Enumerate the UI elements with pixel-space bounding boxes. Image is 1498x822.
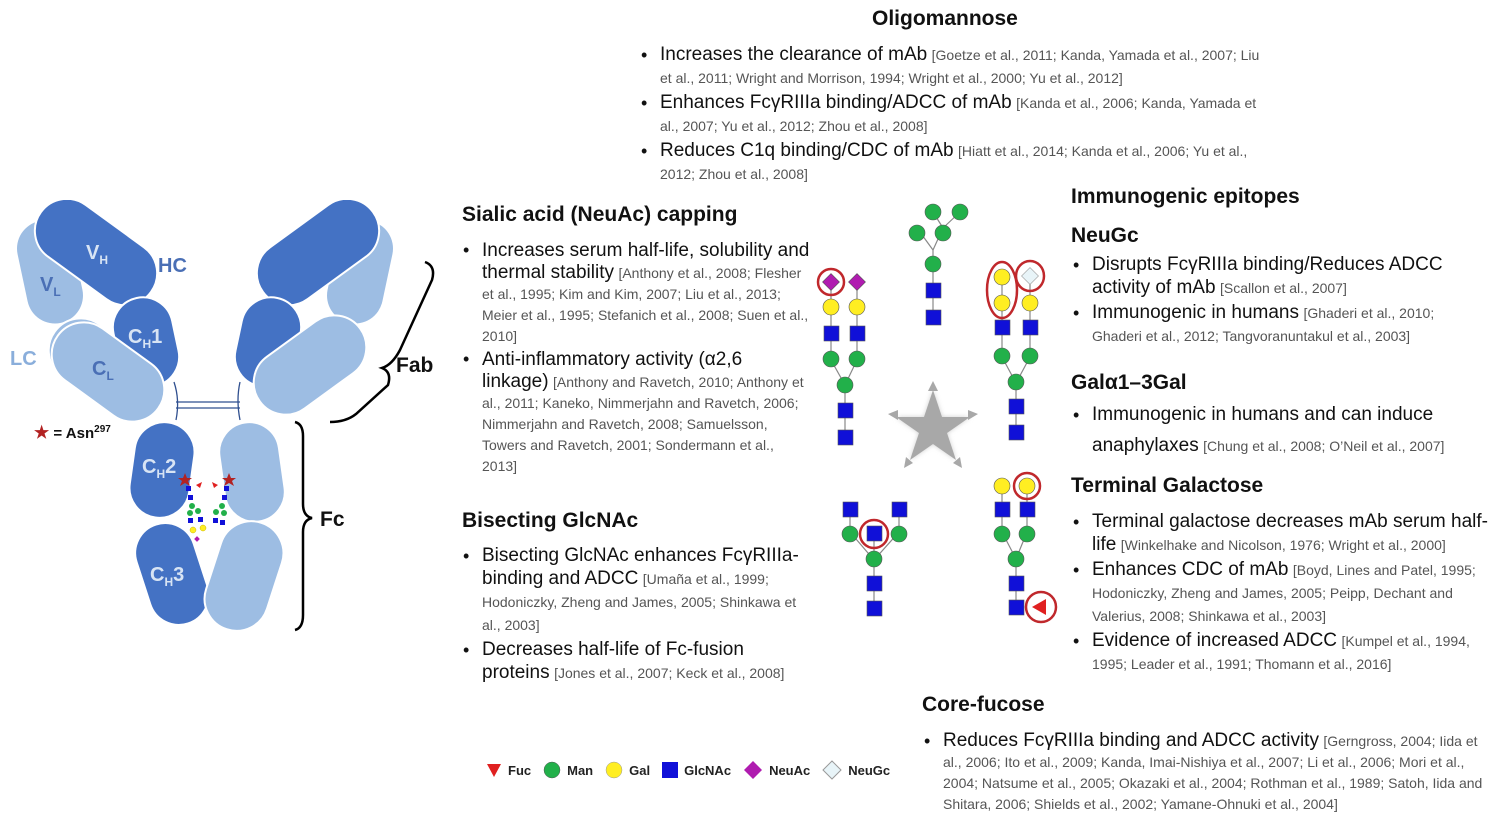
asn297-star-icon [178, 473, 236, 486]
list-item: Decreases half-life of Fc-fusion protein… [460, 639, 815, 685]
list-item: Increases the clearance of mAb [Goetze e… [638, 44, 1268, 90]
list-item: Bisecting GlcNAc enhances FcγRIIIa-bindi… [460, 545, 815, 637]
galgal-title: Galα1–3Gal [1071, 371, 1187, 394]
asn297-legend: ★ = Asn297 [34, 423, 111, 442]
vh-domain [33, 200, 159, 307]
star-arrows-icon [888, 381, 978, 468]
legend-item-fuc: Fuc [486, 762, 531, 778]
vh-domain-right [255, 200, 381, 307]
highlight-rings [816, 259, 1058, 624]
legend-item-neuac: NeuAc [743, 760, 810, 780]
fucose-triangle-icon [487, 764, 501, 777]
ch3-label: CH3 [150, 564, 185, 589]
fab-label: Fab [396, 354, 434, 377]
fc-label: Fc [320, 508, 345, 531]
neuac-diamond-icon [744, 761, 763, 779]
fc-glycans [186, 482, 229, 542]
neugc-list: Disrupts FcγRIIIa binding/Reduces ADCC a… [1070, 254, 1480, 350]
neugc-diamond-icon [822, 760, 842, 780]
ch3-domain-right [203, 520, 285, 632]
vh-label: VH [86, 242, 109, 267]
neugc-title: NeuGc [1071, 224, 1139, 247]
ch2-domain-right [218, 421, 286, 523]
star-icon: ★ [34, 423, 50, 442]
vl-label: VL [40, 274, 61, 299]
core-fucose-list: Reduces FcγRIIIa binding and ADCC activi… [921, 731, 1493, 817]
sialic-list: Increases serum half-life, solubility an… [460, 240, 810, 479]
bisecting-title: Bisecting GlcNAc [462, 509, 639, 532]
hc-label: HC [158, 255, 187, 277]
galgal-list: Immunogenic in humans and can induce ana… [1070, 400, 1480, 464]
legend-item-glcnac: GlcNAc [662, 762, 731, 778]
antibody-diagram [17, 200, 435, 632]
ch2-domain [128, 421, 196, 519]
hinge-disulfide [173, 381, 241, 421]
oligomannose-list: Increases the clearance of mAb [Goetze e… [638, 44, 1268, 188]
list-item: Disrupts FcγRIIIa binding/Reduces ADCC a… [1070, 254, 1480, 300]
legend-item-gal: Gal [605, 761, 650, 779]
list-item: Reduces C1q binding/CDC of mAb [Hiatt et… [638, 140, 1268, 186]
oligomannose-title: Oligomannose [872, 7, 1018, 30]
list-item: Anti-inflammatory activity (α2,6 linkage… [460, 349, 810, 477]
sialic-title: Sialic acid (NeuAc) capping [462, 203, 738, 226]
ch3-domain [134, 522, 210, 626]
legend-item-neugc: NeuGc [822, 760, 890, 780]
fab-bracket [329, 260, 435, 424]
lc-label: LC [10, 348, 37, 370]
legend-item-man: Man [543, 761, 593, 779]
ch1-label: CH1 [128, 326, 163, 351]
glycan-structures [816, 203, 1058, 624]
galactose-circle-icon [605, 761, 623, 779]
bisecting-list: Bisecting GlcNAc enhances FcγRIIIa-bindi… [460, 545, 815, 687]
terminal-galactose-list: Terminal galactose decreases mAb serum h… [1070, 511, 1490, 678]
list-item: Immunogenic in humans and can induce ana… [1070, 400, 1480, 462]
mannose-circle-icon [543, 761, 561, 779]
cl-domain-right [252, 314, 368, 416]
ch2-label: CH2 [142, 456, 177, 481]
immunogenic-title: Immunogenic epitopes [1071, 185, 1300, 208]
list-item: Increases serum half-life, solubility an… [460, 240, 810, 347]
glycan-legend: Fuc Man Gal GlcNAc NeuAc NeuGc [486, 760, 896, 780]
list-item: Enhances CDC of mAb [Boyd, Lines and Pat… [1070, 559, 1490, 628]
fc-bracket [294, 420, 313, 632]
list-item: Evidence of increased ADCC [Kumpel et al… [1070, 630, 1490, 676]
list-item: Reduces FcγRIIIa binding and ADCC activi… [921, 731, 1493, 815]
list-item: Immunogenic in humans [Ghaderi et al., 2… [1070, 302, 1480, 348]
list-item: Terminal galactose decreases mAb serum h… [1070, 511, 1490, 557]
glcnac-square-icon [662, 762, 679, 778]
list-item: Enhances FcγRIIIa binding/ADCC of mAb [K… [638, 92, 1268, 138]
terminal-galactose-title: Terminal Galactose [1071, 474, 1264, 497]
cl-label: CL [92, 358, 114, 383]
core-fucose-title: Core-fucose [922, 693, 1045, 716]
